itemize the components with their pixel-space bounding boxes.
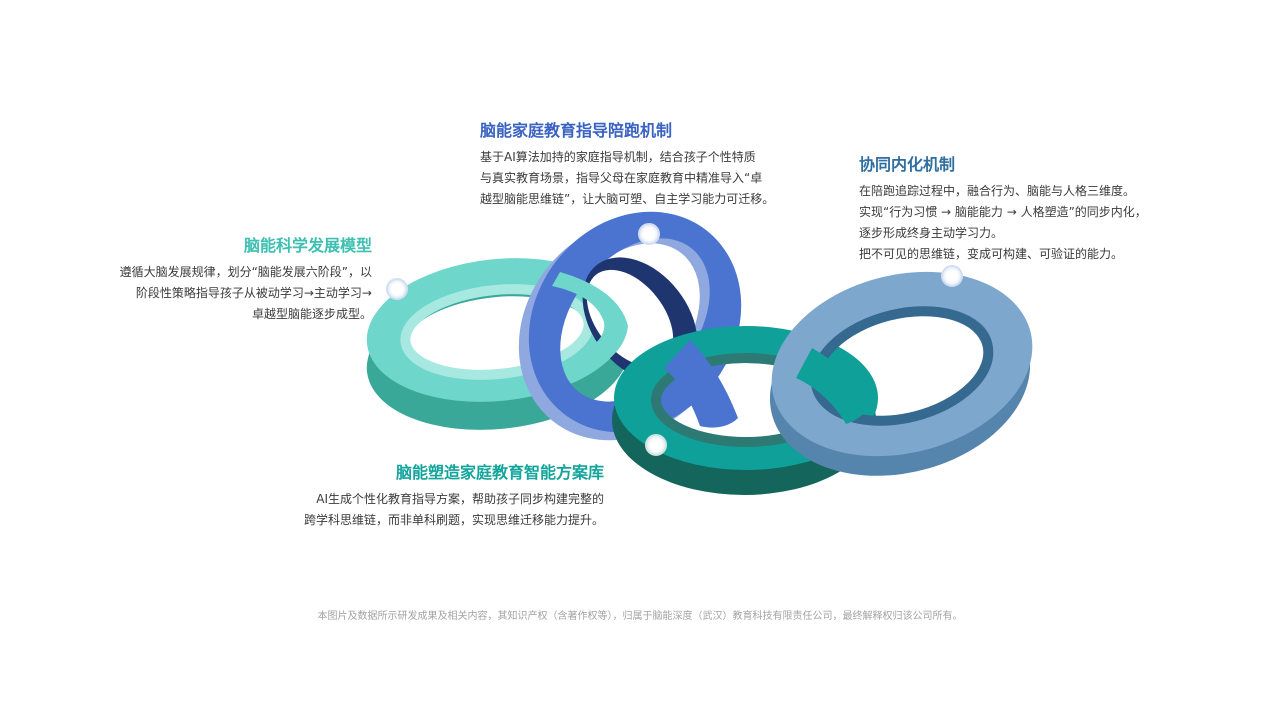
dot-guidance (639, 224, 659, 244)
node-science: 脑能科学发展模型 遵循大脑发展规律，划分“脑能发展六阶段”，以 阶段性策略指导孩… (100, 236, 372, 325)
text-line: 逐步形成终身主动学习力。 (859, 223, 1179, 244)
node-library-title: 脑能塑造家庭教育智能方案库 (260, 463, 604, 483)
dot-library (646, 435, 666, 455)
node-library: 脑能塑造家庭教育智能方案库 AI生成个性化教育指导方案，帮助孩子同步构建完整的 … (260, 463, 604, 531)
node-guidance: 脑能家庭教育指导陪跑机制 基于AI算法加持的家庭指导机制，结合孩子个性特质 与真… (480, 121, 810, 210)
node-internal-title: 协同内化机制 (859, 155, 1179, 175)
copyright-footer: 本图片及数据所示研发成果及相关内容，其知识产权（含著作权等），归属于脑能深度（武… (0, 607, 1280, 622)
text-line: 跨学科思维链，而非单科刷题，实现思维迁移能力提升。 (260, 510, 604, 531)
node-science-text: 遵循大脑发展规律，划分“脑能发展六阶段”，以 阶段性策略指导孩子从被动学习→主动… (100, 262, 372, 325)
node-library-text: AI生成个性化教育指导方案，帮助孩子同步构建完整的 跨学科思维链，而非单科刷题，… (260, 489, 604, 531)
text-line: 实现“行为习惯 → 脑能能力 → 人格塑造”的同步内化， (859, 202, 1179, 223)
node-guidance-title: 脑能家庭教育指导陪跑机制 (480, 121, 810, 141)
node-internal: 协同内化机制 在陪跑追踪过程中，融合行为、脑能与人格三维度。 实现“行为习惯 →… (859, 155, 1179, 265)
text-line: 阶段性策略指导孩子从被动学习→主动学习→ (100, 283, 372, 304)
node-internal-text: 在陪跑追踪过程中，融合行为、脑能与人格三维度。 实现“行为习惯 → 脑能能力 →… (859, 181, 1179, 265)
text-line: 遵循大脑发展规律，划分“脑能发展六阶段”，以 (100, 262, 372, 283)
dot-science (387, 279, 407, 299)
text-line: 基于AI算法加持的家庭指导机制，结合孩子个性特质 (480, 147, 810, 168)
text-line: 把不可见的思维链，变成可构建、可验证的能力。 (859, 244, 1179, 265)
text-line: 卓越型脑能逐步成型。 (100, 304, 372, 325)
text-line: 在陪跑追踪过程中，融合行为、脑能与人格三维度。 (859, 181, 1179, 202)
text-line: 越型脑能思维链”，让大脑可塑、自主学习能力可迁移。 (480, 189, 810, 210)
text-line: AI生成个性化教育指导方案，帮助孩子同步构建完整的 (260, 489, 604, 510)
node-science-title: 脑能科学发展模型 (100, 236, 372, 256)
node-guidance-text: 基于AI算法加持的家庭指导机制，结合孩子个性特质 与真实教育场景，指导父母在家庭… (480, 147, 810, 210)
text-line: 与真实教育场景，指导父母在家庭教育中精准导入“卓 (480, 168, 810, 189)
dot-internal (942, 266, 962, 286)
